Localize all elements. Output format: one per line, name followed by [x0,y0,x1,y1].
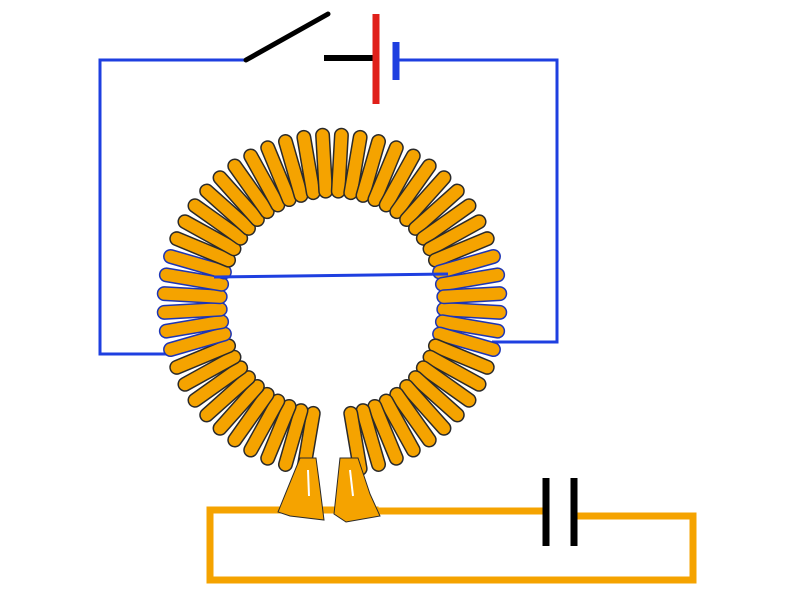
winding-turn-fill [429,339,494,374]
winding-turn-fill [214,171,264,226]
winding-turn-fill [279,135,307,202]
winding-turn-fill [170,232,235,267]
winding-turn-fill [332,129,348,198]
winding-turn-fill [164,328,231,356]
winding-turn-fill [170,339,235,374]
toroid-core [156,127,508,477]
primary-circuit [98,58,559,356]
winding-turn-fill [261,141,296,206]
winding-turn-fill [380,395,420,457]
winding-turn-fill [417,199,476,245]
winding-turn-fill [357,135,385,202]
winding-turn-fill [436,315,504,338]
winding-turn-fill [409,185,464,235]
winding-turn-fill [424,351,486,391]
capacitor [542,478,578,546]
winding-turn-fill [433,328,500,356]
winding-turn-fill [188,199,247,245]
winding-turn-fill [344,131,367,199]
secondary-loop-wire [206,506,697,584]
winding-turn-fill [200,185,255,235]
winding-turn-fill [433,250,500,278]
primary-wire-right [396,58,559,344]
winding-turn-fill [244,395,284,457]
winding-turn-fill [160,315,228,338]
winding-turn-fill [424,215,486,255]
winding-turn-fill [228,388,274,447]
winding-turn-fill [400,380,450,435]
winding-turn-fill [261,400,296,465]
secondary-lead-left [277,457,325,521]
winding-turn-fill [409,371,464,421]
winding-turn-fill [437,287,506,303]
secondary-coil [277,457,381,523]
winding-turn-fill [158,303,227,319]
secondary-circuit [206,506,697,584]
winding-turn-fill [178,215,240,255]
winding-turn-fill [279,404,307,471]
secondary-lead-slot [349,469,354,497]
primary-crossover-wire [213,272,449,279]
battery [324,14,400,104]
winding-turn-fill [297,131,320,199]
winding-turn-fill [357,404,385,471]
winding-turn-fill [429,232,494,267]
winding-turn-fill [200,371,255,421]
winding-turn-fill [188,361,247,407]
switch [243,11,331,63]
winding-turn-fill [390,388,436,447]
winding-turn-fill [390,159,436,218]
winding-turn-fill [316,129,332,198]
winding-turn-fill [178,351,240,391]
winding-turn-fill [160,268,228,291]
winding-turn-fill [244,149,284,211]
secondary-lead-right [333,457,381,523]
winding-turn-fill [164,250,231,278]
primary-wire-left [98,58,246,356]
winding-turn-fill [437,303,506,319]
winding-turn-fill [228,159,274,218]
winding-turn-fill [400,171,450,226]
winding-turn-fill [214,380,264,435]
winding-turn-fill [158,287,227,303]
winding-turn-fill [417,361,476,407]
winding-turn-fill [436,268,504,291]
winding-turn-fill [368,400,403,465]
secondary-lead-slot [307,469,310,497]
winding-turn-fill [368,141,403,206]
winding-turn-fill [380,149,420,211]
